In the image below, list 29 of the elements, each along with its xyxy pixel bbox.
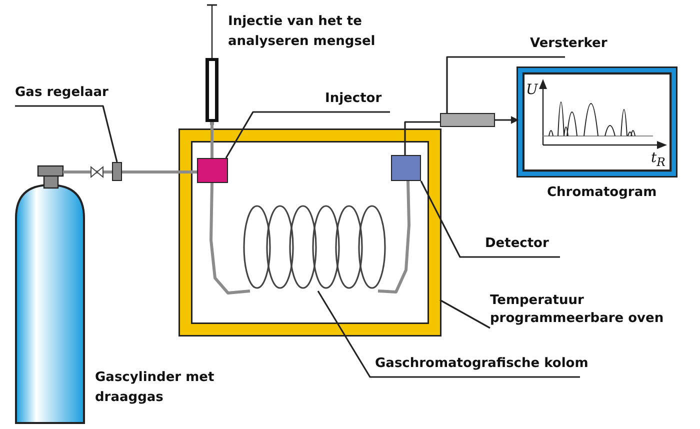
injector-box — [197, 158, 228, 183]
leader-line — [15, 105, 118, 162]
caption-text: Gascylinder met draaggas — [95, 369, 216, 407]
leader-line — [446, 56, 565, 113]
axis-label: U — [526, 83, 538, 97]
leader-line — [225, 111, 390, 158]
axis-label: t$_{R}$ — [651, 151, 666, 169]
part-label: Temperatuur programmeerbare oven — [490, 292, 665, 328]
leader-line — [404, 121, 440, 155]
caption-text: Injectie van het te analyseren mengsel — [228, 13, 376, 51]
oven-box — [180, 130, 440, 335]
pipe — [122, 170, 197, 174]
pipe — [378, 180, 410, 294]
leader-line — [420, 180, 560, 258]
part-label: Detector — [485, 235, 550, 253]
part-label: Gaschromatografische kolom — [375, 355, 590, 373]
part-label: Versterker — [530, 35, 608, 53]
amplifier-box — [440, 113, 495, 127]
pipe — [210, 125, 214, 158]
detector-box — [391, 155, 421, 181]
part-label: Gas regelaar — [15, 84, 110, 102]
arrow — [495, 116, 519, 124]
leader-line — [317, 290, 580, 378]
pipe — [210, 182, 250, 294]
part-label: Injector — [325, 90, 383, 108]
caption-text: Chromatogram — [547, 184, 658, 202]
gas-regulator — [112, 162, 122, 181]
leader-line — [440, 299, 490, 329]
pipe — [85, 170, 112, 174]
